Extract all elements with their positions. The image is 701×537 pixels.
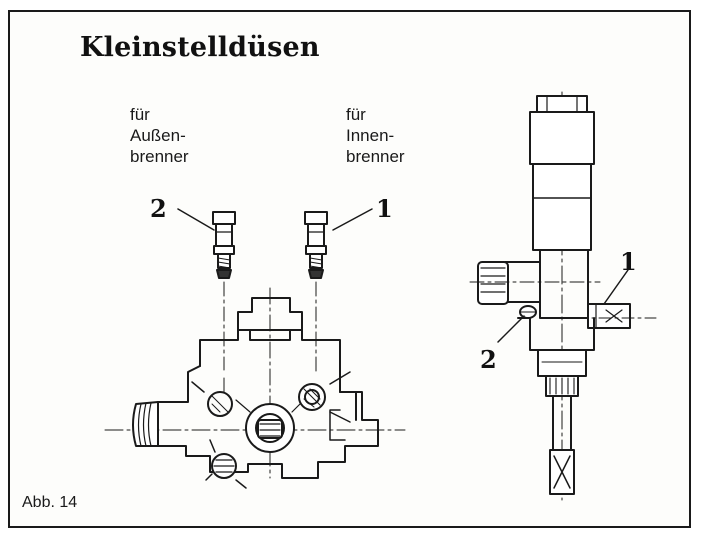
outer-label-line-3: brenner <box>130 147 189 166</box>
inner-label-line-2: Innen- <box>346 126 395 145</box>
figure-caption: Abb. 14 <box>22 494 78 511</box>
callout-number-1-right: 1 <box>620 247 637 276</box>
callout-number-2-left: 2 <box>150 194 167 223</box>
outer-label-line-1: für <box>130 105 150 124</box>
callout-number-1-left: 1 <box>376 194 393 223</box>
nozzle-outer-burner <box>177 208 236 371</box>
callout-number-2-right: 2 <box>480 345 497 374</box>
inner-label-line-3: brenner <box>346 147 405 166</box>
inner-label-line-1: für <box>346 105 366 124</box>
inner-burner-label: für Innen- brenner <box>346 104 405 167</box>
figure-title: Kleinstelldüsen <box>80 32 320 63</box>
outer-burner-label: für Außen- brenner <box>130 104 189 167</box>
nozzle-inner-burner <box>304 208 373 373</box>
valve-body-left <box>104 287 406 489</box>
valve-side-view <box>469 91 657 501</box>
outer-label-line-2: Außen- <box>130 126 186 145</box>
